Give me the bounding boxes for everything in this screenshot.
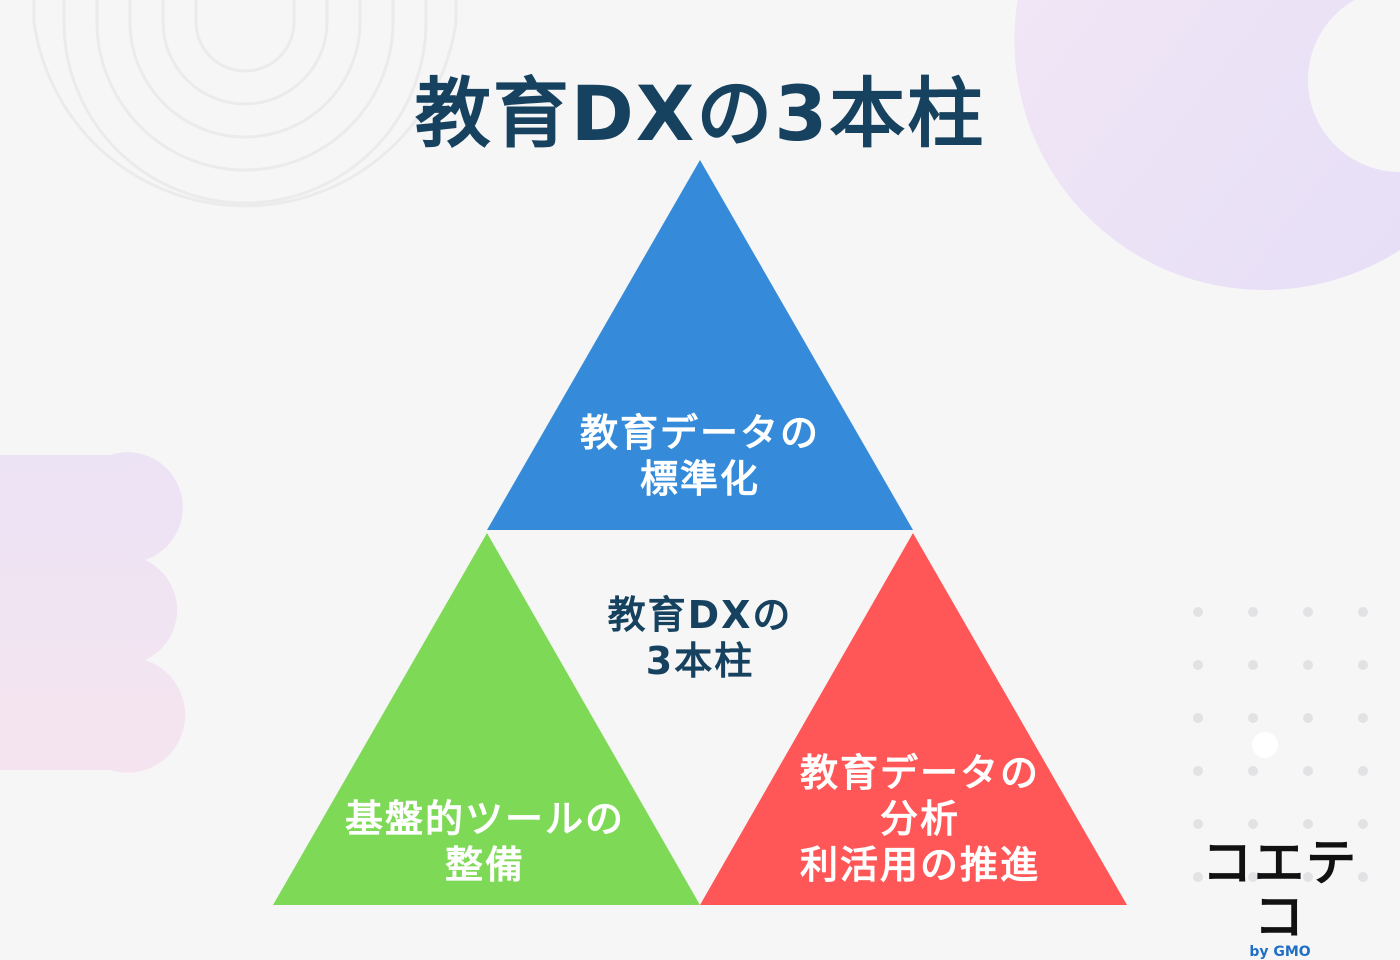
dot: [1303, 713, 1313, 723]
center-label: 教育DXの 3本柱: [550, 592, 850, 684]
label-line: 利活用の推進: [799, 843, 1040, 887]
kotetecko-logo: コエテコ by GMO: [1190, 836, 1370, 960]
logo-sub: by GMO: [1249, 944, 1311, 960]
dot: [1193, 872, 1203, 882]
label-line: 教育DXの: [607, 593, 793, 637]
dot: [1248, 713, 1258, 723]
dot: [1303, 872, 1313, 882]
dot: [1303, 607, 1313, 617]
dot: [1358, 660, 1368, 670]
blob-decor: [0, 452, 186, 773]
label-line: 分析: [879, 797, 960, 841]
dot: [1358, 872, 1368, 882]
dot: [1358, 766, 1368, 776]
label-line: 基盤的ツールの: [344, 797, 625, 841]
label-line: 教育データの: [579, 411, 820, 455]
label-line: 標準化: [639, 457, 760, 501]
dot: [1193, 607, 1203, 617]
white-dot-decor: [1252, 732, 1278, 758]
ring-decor: [1014, 0, 1400, 290]
dot: [1303, 766, 1313, 776]
background-decor: [0, 0, 1400, 905]
label-line: 3本柱: [645, 639, 755, 683]
label-line: 整備: [444, 843, 525, 887]
pillar-triangle-top: [487, 160, 913, 530]
pillar-label-analysis: 教育データの 分析 利活用の推進: [740, 750, 1100, 888]
page-title: 教育DXの3本柱: [414, 69, 986, 158]
label-line: 教育データの: [799, 751, 1040, 795]
pillar-label-standardization: 教育データの 標準化: [520, 410, 880, 502]
pillar-triangle-right: [700, 533, 1127, 905]
dot: [1248, 766, 1258, 776]
dot: [1303, 819, 1313, 829]
dot: [1193, 766, 1203, 776]
dot-grid-decor: [1193, 607, 1368, 882]
dot: [1193, 713, 1203, 723]
pillar-label-tools: 基盤的ツールの 整備: [300, 796, 670, 888]
dot: [1193, 819, 1203, 829]
dot: [1248, 819, 1258, 829]
logo-main: コエテコ: [1202, 834, 1358, 946]
dot: [1248, 660, 1258, 670]
dot: [1303, 660, 1313, 670]
dot: [1358, 713, 1368, 723]
dot: [1358, 819, 1368, 829]
dot: [1248, 607, 1258, 617]
dot: [1248, 872, 1258, 882]
concentric-arcs-decor: [32, 0, 458, 208]
dot: [1193, 660, 1203, 670]
dot: [1358, 607, 1368, 617]
pillar-triangle-left: [273, 533, 700, 905]
